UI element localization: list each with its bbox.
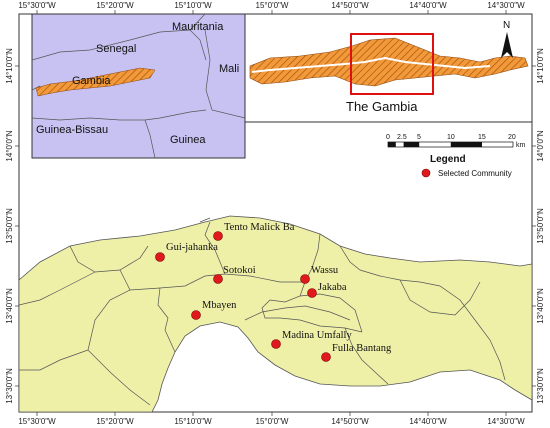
community-label: Mbayen — [202, 300, 237, 311]
study-area — [19, 215, 532, 412]
lon-label: 15°20'0"W — [96, 417, 134, 426]
community-marker — [213, 231, 223, 241]
legend-marker — [421, 168, 431, 178]
community-label: Wassu — [311, 265, 339, 276]
community-marker — [155, 252, 165, 262]
lon-label: 15°10'0"W — [174, 417, 212, 426]
community-marker — [307, 288, 317, 298]
inset-label-senegal: Senegal — [96, 43, 136, 55]
community-label: Tento Malick Ba — [224, 222, 295, 233]
lat-label: 13°40'0"N — [536, 288, 545, 324]
community-label: Fulla Bantang — [332, 343, 392, 354]
study-area-highlight — [350, 33, 434, 95]
gambia-inset: The Gambia N — [244, 13, 533, 123]
lon-label: 15°10'0"W — [174, 1, 212, 10]
lat-label: 13°50'0"N — [536, 208, 545, 244]
community-marker — [213, 274, 223, 284]
community-label: Madina Umfally — [282, 330, 352, 341]
inset-label-guinea-bissau: Guinea-Bissau — [36, 124, 108, 136]
inset-label-gambia: Gambia — [72, 75, 111, 87]
community-marker — [321, 352, 331, 362]
right-axis-labels: 14°10'0"N 14°0'0"N 13°50'0"N 13°40'0"N 1… — [536, 48, 545, 404]
scale-tick-label: 20 — [508, 134, 516, 141]
admin-boundaries — [19, 217, 506, 406]
scale-tick-label: 10 — [447, 134, 455, 141]
lat-label: 14°10'0"N — [536, 48, 545, 84]
community-marker — [271, 339, 281, 349]
river — [244, 305, 351, 321]
study-region — [19, 215, 532, 412]
lon-label: 14°50'0"W — [331, 1, 369, 10]
community-label: Gui-jahanka — [166, 242, 218, 253]
gambia-strip-inset — [35, 67, 156, 97]
scale-unit: km — [516, 142, 526, 149]
bottom-axis-labels: 15°30'0"W 15°20'0"W 15°10'0"W 15°0'0"W 1… — [18, 417, 525, 426]
scale-tick-label: 2.5 — [397, 134, 407, 141]
country-borders — [32, 14, 245, 158]
lat-label: 13°30'0"N — [536, 368, 545, 404]
gambia-title: The Gambia — [346, 99, 418, 114]
inset-label-mali: Mali — [219, 63, 239, 75]
lat-label: 13°30'0"N — [5, 368, 14, 404]
north-arrow-icon — [501, 32, 513, 58]
lon-label: 14°30'0"W — [487, 417, 525, 426]
regional-inset: Mauritania Senegal Mali Gambia Guinea-Bi… — [31, 13, 246, 159]
inset-label-guinea: Guinea — [170, 134, 206, 146]
lon-label: 15°0'0"W — [256, 417, 289, 426]
community-marker — [191, 310, 201, 320]
north-arrow: N — [501, 20, 513, 58]
inset-label-mauritania: Mauritania — [172, 21, 224, 33]
scale-tick-label: 5 — [417, 134, 421, 141]
lon-label: 14°30'0"W — [487, 1, 525, 10]
scale-tick-label: 0 — [386, 134, 390, 141]
lon-label: 14°40'0"W — [409, 1, 447, 10]
top-axis-labels: 15°30'0"W 15°20'0"W 15°10'0"W 15°0'0"W 1… — [18, 1, 525, 10]
lon-label: 14°50'0"W — [331, 417, 369, 426]
lon-label: 15°30'0"W — [18, 1, 56, 10]
lat-label: 14°0'0"N — [5, 130, 14, 161]
legend-item-label: Selected Community — [438, 169, 512, 178]
community-label: Sotokoi — [223, 265, 256, 276]
gambia-river — [251, 56, 491, 73]
left-axis-labels: 14°10'0"N 14°0'0"N 13°50'0"N 13°40'0"N 1… — [5, 48, 14, 404]
community-labels: Tento Malick Ba Gui-jahanka Sotokoi Wass… — [166, 222, 392, 354]
lon-label: 15°30'0"W — [18, 417, 56, 426]
lat-label: 13°50'0"N — [5, 208, 14, 244]
scale-bar: 0 2.5 5 10 15 20 km — [386, 134, 526, 149]
lat-label: 14°10'0"N — [5, 48, 14, 84]
lon-label: 14°40'0"W — [409, 417, 447, 426]
community-markers — [155, 231, 331, 362]
scale-tick-label: 15 — [478, 134, 486, 141]
north-label: N — [503, 20, 510, 31]
legend: Legend Selected Community — [421, 154, 512, 178]
lon-label: 15°20'0"W — [96, 1, 134, 10]
legend-title: Legend — [430, 154, 466, 165]
lat-label: 14°0'0"N — [536, 130, 545, 161]
community-marker — [300, 274, 310, 284]
lon-label: 15°0'0"W — [256, 1, 289, 10]
gambia-strip — [249, 37, 529, 87]
side-ticks — [15, 65, 536, 387]
top-ticks — [36, 10, 507, 14]
community-label: Jakaba — [318, 282, 347, 293]
lat-label: 13°40'0"N — [5, 288, 14, 324]
bottom-ticks — [36, 412, 507, 416]
